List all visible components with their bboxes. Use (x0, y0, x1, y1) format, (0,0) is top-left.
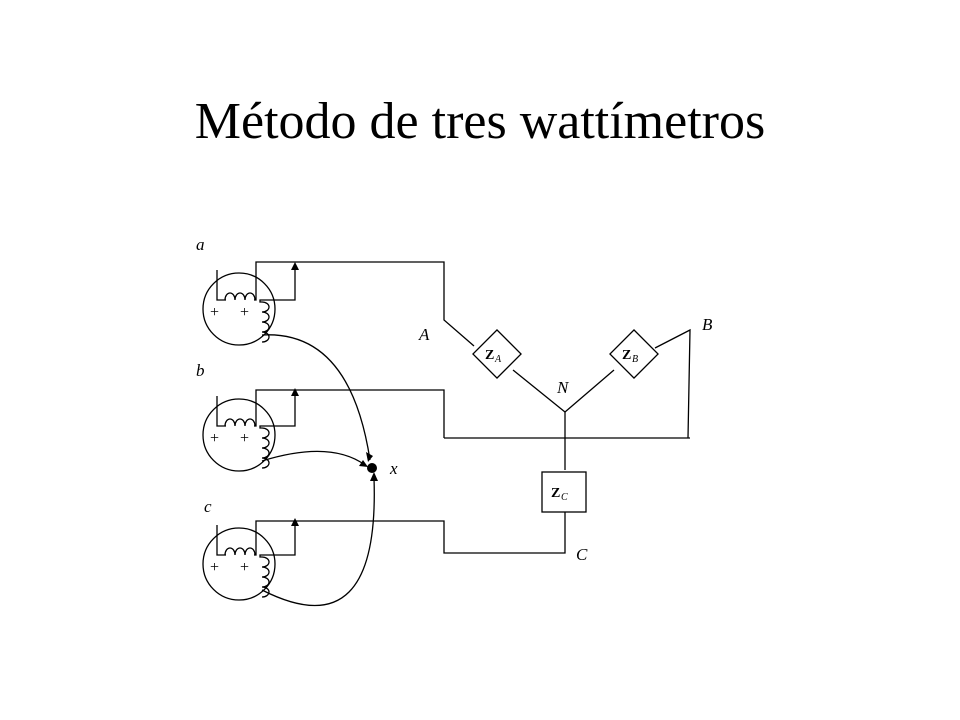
phase-label-a: a (196, 235, 205, 254)
terminal-label-b: B (702, 315, 713, 334)
common-node-x (367, 463, 377, 473)
phase-label-c: c (204, 497, 212, 516)
polarity-mark: + (210, 430, 219, 447)
impedance-label: Z (551, 486, 560, 501)
impedance-zb: Z B (609, 329, 659, 379)
wattmeter-c: + + (202, 472, 566, 607)
neutral-label: N (556, 378, 570, 397)
phase-label-b: b (196, 361, 205, 380)
wattmeter-a: + + (202, 261, 475, 462)
impedance-subscript: B (632, 354, 638, 365)
terminal-label-a: A (418, 325, 430, 344)
page-title: Método de tres wattímetros (194, 93, 766, 150)
impedance-zc: Z C (541, 471, 587, 513)
impedance-label: Z (485, 348, 494, 363)
polarity-mark: + (210, 304, 219, 321)
impedance-subscript: C (561, 492, 568, 503)
polarity-mark: + (210, 559, 219, 576)
common-point-label: x (389, 459, 398, 478)
wye-load (444, 328, 691, 470)
terminal-label-c: C (576, 545, 588, 564)
polarity-mark: + (240, 559, 249, 576)
wattmeter-b: + + (202, 388, 445, 472)
impedance-za: Z A (472, 329, 522, 379)
polarity-mark: + (240, 304, 249, 321)
impedance-label: Z (622, 348, 631, 363)
impedance-subscript: A (494, 354, 502, 365)
polarity-mark: + (240, 430, 249, 447)
